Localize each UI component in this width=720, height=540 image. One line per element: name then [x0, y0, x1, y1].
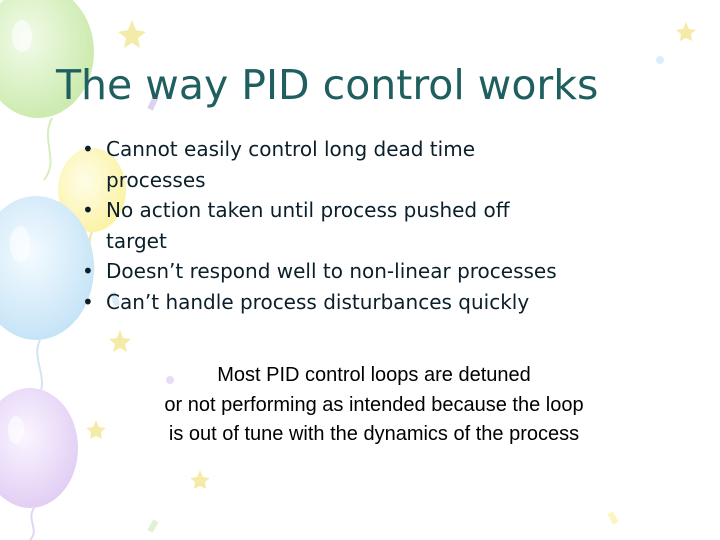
bullet-item: • Cannot easily control long dead time p… — [82, 134, 682, 195]
yellow-balloon-shape — [58, 148, 126, 232]
summary-note-line: is out of tune with the dynamics of the … — [168, 423, 580, 445]
bullet-text-line: Doesn’t respond well to non-linear proce… — [106, 259, 557, 283]
confetti-decorations — [109, 56, 664, 533]
bullet-item: • Can’t handle process disturbances quic… — [82, 287, 682, 318]
bullet-text-line: No action taken until process pushed off — [106, 198, 510, 222]
bullet-item: • Doesn’t respond well to non-linear pro… — [82, 256, 682, 287]
slide-title: The way PID control works — [56, 61, 599, 109]
bullet-text-line: Can’t handle process disturbances quickl… — [106, 289, 530, 314]
summary-note: Most PID control loops are detuned or no… — [112, 361, 636, 450]
bullet-marker: • — [82, 137, 94, 161]
bullet-marker: • — [82, 289, 94, 314]
bullet-item: • No action taken until process pushed o… — [82, 195, 682, 256]
bullet-marker: • — [82, 198, 94, 222]
bullet-text-line: target — [106, 228, 167, 253]
bullet-marker: • — [82, 259, 94, 283]
bullet-list: • Cannot easily control long dead time p… — [82, 134, 682, 317]
green-balloon-string — [43, 117, 53, 181]
summary-note-line: or not performing as intended because th… — [164, 393, 584, 416]
sparkle-decorations — [86, 20, 696, 489]
bullet-text-line: processes — [106, 167, 206, 192]
purple-balloon-string — [29, 507, 35, 540]
purple-balloon-shape — [0, 388, 78, 508]
summary-note-line: Most PID control loops are detuned — [217, 364, 531, 386]
bullet-text-line: Cannot easily control long dead time — [106, 137, 475, 161]
